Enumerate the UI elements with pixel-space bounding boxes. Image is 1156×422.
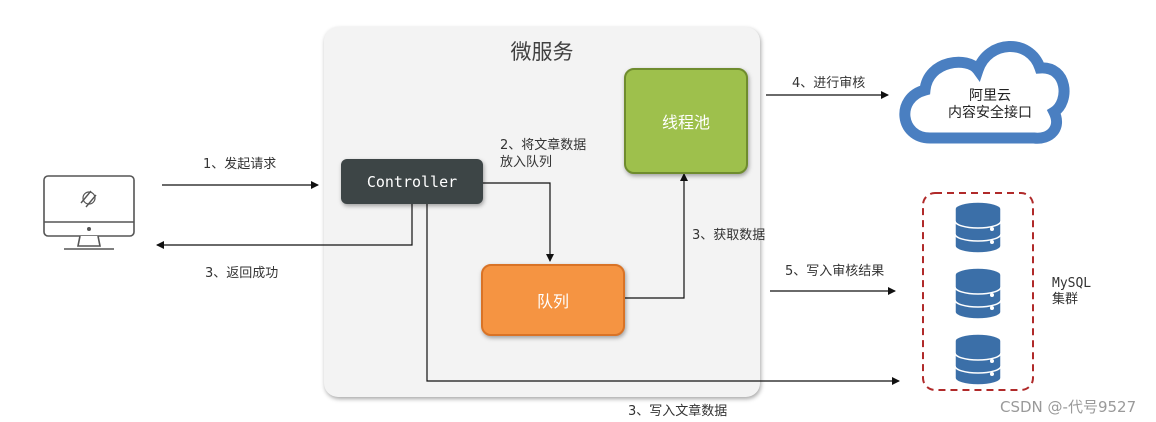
arrow-return-success (156, 204, 413, 249)
label-send-request: 1、发起请求 (203, 157, 277, 172)
aliyun-label-line1: 阿里云 (969, 88, 1011, 104)
label-review: 4、进行审核 (792, 76, 866, 91)
queue-node: 队列 (481, 264, 625, 336)
mysql-label: MySQL 集群 (1052, 276, 1091, 308)
microservice-title: 微服务 (510, 40, 574, 64)
thread-pool-node: 线程池 (624, 68, 748, 174)
label-put-queue-2: 放入队列 (500, 155, 553, 170)
label-return-success: 3、返回成功 (205, 266, 279, 281)
mysql-label-line2: 集群 (1052, 292, 1079, 307)
label-write-article: 3、写入文章数据 (628, 404, 728, 419)
watermark: CSDN @-代号9527 (1000, 398, 1137, 416)
arrow-write-article (426, 204, 900, 385)
mysql-label-line1: MySQL (1052, 276, 1092, 291)
arrow-fetch-data (623, 173, 688, 299)
database-icon (954, 201, 1002, 254)
label-put-queue-1: 2、将文章数据 (500, 138, 587, 153)
arrow-put-queue (483, 182, 554, 262)
database-icon (954, 267, 1002, 320)
cloud-icon (899, 41, 1070, 144)
database-icon (954, 333, 1002, 386)
aliyun-label: 阿里云 内容安全接口 (935, 88, 1045, 122)
label-fetch-data: 3、获取数据 (692, 228, 766, 243)
aliyun-label-line2: 内容安全接口 (948, 105, 1032, 121)
monitor-icon (43, 175, 135, 250)
controller-node: Controller (341, 159, 483, 204)
label-write-review: 5、写入审核结果 (785, 264, 885, 279)
mysql-cluster-border (922, 192, 1034, 391)
